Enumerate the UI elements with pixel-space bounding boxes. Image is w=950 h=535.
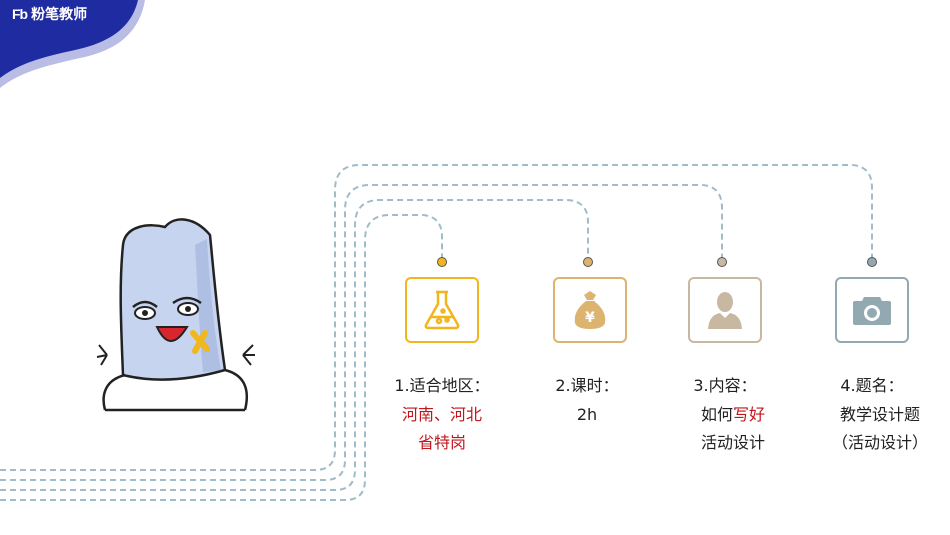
detail-text: 2h (576, 405, 598, 424)
detail-content: 如何写好 活动设计 (653, 401, 813, 457)
detail-line: 省特岗 (362, 429, 522, 457)
person-icon (708, 292, 742, 329)
connector-dot-1 (437, 257, 447, 267)
camera-icon (853, 297, 891, 325)
card-region[interactable] (405, 277, 479, 343)
detail-duration: 2h (507, 401, 667, 429)
logo-text: 粉笔教师 (31, 7, 88, 23)
svg-text:¥: ¥ (585, 310, 595, 326)
logo-mark: Fb (12, 6, 28, 22)
connector-dot-2 (583, 257, 593, 267)
detail-line: 如何写好 (653, 401, 813, 429)
card-duration[interactable]: ¥ (553, 277, 627, 343)
mascot-illustration (96, 218, 255, 412)
label-duration: 2.课时： (555, 376, 619, 395)
detail-line: 活动设计 (653, 429, 813, 457)
detail-text: 省特岗 (417, 433, 466, 452)
flask-icon (424, 290, 460, 330)
label-region: 1.适合地区： (394, 376, 490, 395)
card-title[interactable] (835, 277, 909, 343)
detail-title: 教学设计题 （活动设计） (800, 401, 950, 457)
detail-text: （活动设计） (831, 433, 928, 452)
detail-text: 如何 (700, 405, 733, 424)
connector-dot-3 (717, 257, 727, 267)
detail-line: 教学设计题 (800, 401, 950, 429)
detail-text: 活动设计 (700, 433, 765, 452)
detail-line: （活动设计） (800, 429, 950, 457)
detail-text: 河南、河北 (401, 405, 482, 424)
detail-text-highlight: 写好 (733, 405, 766, 424)
detail-text: 教学设计题 (839, 405, 920, 424)
label-content: 3.内容： (693, 376, 757, 395)
label-title: 4.题名： (840, 376, 904, 395)
brand-logo: Fb 粉笔教师 (12, 4, 87, 24)
connector-dot-4 (867, 257, 877, 267)
brand-blob (0, 0, 145, 88)
card-content[interactable] (688, 277, 762, 343)
detail-region: 河南、河北 省特岗 (362, 401, 522, 457)
detail-line: 河南、河北 (362, 401, 522, 429)
detail-line: 2h (507, 401, 667, 429)
money-bag-icon: ¥ (574, 291, 606, 329)
